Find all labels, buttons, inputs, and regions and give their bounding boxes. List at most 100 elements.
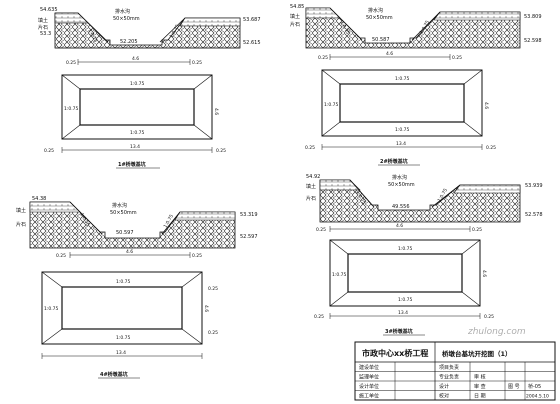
- section-2-elev-pit: 50.587: [372, 37, 390, 43]
- section-4-label-rubble: 片石: [306, 195, 316, 202]
- section-3-elev-pit: 50.597: [116, 230, 134, 236]
- section-2-label-fill: 填土: [290, 13, 300, 20]
- section-3-caption: 4#桥墩基坑: [100, 371, 128, 378]
- section-2-drain-label: 排水沟: [368, 7, 383, 14]
- section-2-plan: 1:0.75 1:0.75 1:0.75 4.6 13.4 0.25 0.25: [305, 69, 496, 151]
- section-2-elev-top-right: 53.809: [524, 14, 542, 20]
- section-3-plan-side-left: 0.25: [208, 286, 218, 292]
- drawing-date: 2004.5.10: [526, 394, 549, 400]
- section-1-plan-top: 1:0.75: [130, 81, 145, 87]
- section-2-dim-right: 0.25: [452, 55, 462, 61]
- section-3: 54.38 53.319 52.597 50.597 排水沟 50×50mm 填…: [16, 196, 258, 379]
- section-3-dim-right: 0.25: [192, 253, 202, 259]
- watermark: zhulong.com: [467, 327, 526, 337]
- section-4-elev-top-left: 54.92: [306, 174, 320, 180]
- section-1-plan-side-left: 0.25: [44, 148, 54, 154]
- section-3-plan-dim: 13.4: [116, 350, 126, 356]
- section-3-plan-mid: 1:0.75: [116, 335, 131, 341]
- section-1-plan-left: 1:0.75: [64, 106, 79, 112]
- section-1-elev-bottom-right: 52.615: [243, 40, 261, 46]
- section-1-plan: 1:0.75 1:0.75 1:0.75 4.6 13.4 0.25 0.25: [44, 74, 226, 154]
- drawing-no: 桥-05: [528, 383, 541, 390]
- section-4-plan-right: 4.6: [481, 270, 487, 277]
- section-4-profile: [319, 179, 521, 223]
- section-3-elev-top-left: 54.38: [32, 196, 46, 202]
- tb-row-3-label: 设计单位: [359, 383, 379, 390]
- section-1-dim-mid: 4.6: [132, 56, 139, 62]
- section-3-profile: [29, 201, 236, 249]
- tb-row-3-vlabel: 设计: [439, 383, 449, 390]
- section-4-plan-dim: 13.4: [398, 310, 408, 316]
- section-1-dim-right: 0.25: [192, 60, 202, 66]
- section-1-dim-left: 0.25: [66, 60, 76, 66]
- section-4-drain-spec: 50×50mm: [388, 182, 415, 188]
- section-4-dim-mid: 4.6: [396, 223, 403, 229]
- tb-row-4-label: 施工单位: [359, 393, 379, 400]
- section-1-plan-side-right: 0.25: [216, 148, 226, 154]
- tb-row-2-value: 审 核: [474, 374, 486, 381]
- section-3-plan-right: 4.6: [203, 305, 209, 312]
- section-1-drain-spec: 50×50mm: [113, 16, 140, 22]
- section-1-plan-right: 4.6: [213, 108, 219, 115]
- section-3-dim-mid: 4.6: [126, 249, 133, 255]
- title-block: 市政中心xx桥工程 桥墩台基坑开挖图（1） 建设单位 监理单位 设计单位 施工单…: [354, 341, 556, 401]
- section-2-label-rubble: 片石: [290, 21, 300, 28]
- section-2-plan-top: 1:0.75: [395, 76, 410, 82]
- section-1-elev-top-right: 53.687: [243, 17, 261, 23]
- tb-row-4-vlabel: 校对: [439, 393, 449, 400]
- section-4-plan-side-left: 0.25: [314, 314, 324, 320]
- section-4-dim-right: 0.25: [472, 227, 482, 233]
- tb-row-2-label: 监理单位: [359, 374, 379, 381]
- section-4-dim-left: 0.25: [316, 227, 326, 233]
- section-3-plan-side-right: 0.25: [208, 330, 218, 336]
- section-1-elev-top-left: 54.635: [40, 7, 58, 13]
- section-2: 54.85 53.809 52.598 50.587 排水沟 50×50mm 填…: [290, 4, 542, 166]
- tb-row-4-value: 日 期: [474, 394, 486, 400]
- section-4-drain-label: 排水沟: [392, 174, 407, 181]
- section-2-plan-dim: 13.4: [396, 141, 406, 147]
- section-3-plan-left: 1:0.75: [44, 306, 59, 312]
- section-3-label-rubble: 片石: [16, 221, 26, 228]
- section-1-label-rubble: 片石: [38, 24, 48, 31]
- section-2-drain-spec: 50×50mm: [366, 15, 393, 21]
- drawing-no-label: 图 号: [508, 384, 520, 390]
- section-2-dim-mid: 4.6: [386, 51, 393, 57]
- section-3-dim-left: 0.25: [56, 253, 66, 259]
- section-4: 54.92 53.939 52.578 49.556 排水沟 50×50mm 填…: [306, 174, 543, 336]
- section-3-plan-top: 1:0.75: [116, 279, 131, 285]
- section-4-elev-pit: 49.556: [392, 204, 410, 210]
- project-title: 市政中心xx桥工程: [362, 348, 428, 358]
- section-2-plan-left: 1:0.75: [324, 102, 339, 108]
- section-1-elev-pit: 52.205: [120, 39, 138, 45]
- section-3-plan: 1:0.75 1:0.75 1:0.75 4.6 13.4 0.25 0.25: [41, 271, 218, 359]
- tb-row-1-vlabel: 项目负责: [439, 364, 459, 371]
- tb-row-1-label: 建设单位: [359, 364, 379, 371]
- section-2-profile: [305, 7, 521, 49]
- section-2-plan-mid: 1:0.75: [395, 127, 410, 133]
- section-2-dim-left: 0.25: [318, 55, 328, 61]
- section-4-plan-top: 1:0.75: [398, 246, 413, 252]
- drawing-title: 桥墩台基坑开挖图（1）: [442, 349, 512, 358]
- section-2-elev-top-left: 54.85: [290, 4, 304, 10]
- section-2-plan-side-right: 0.25: [486, 145, 496, 151]
- section-3-elev-top-right: 53.319: [240, 212, 258, 218]
- section-4-plan-left: 1:0.75: [332, 272, 347, 278]
- section-4-label-fill: 填土: [306, 183, 316, 190]
- section-3-elev-mid-right: 52.597: [240, 234, 258, 240]
- section-4-caption: 3#桥墩基坑: [385, 328, 413, 335]
- section-1-elev-mid-left: 53.3: [40, 31, 51, 37]
- section-1-profile: [54, 12, 241, 49]
- section-2-caption: 2#桥墩基坑: [380, 158, 408, 165]
- section-1: 54.635 53.687 52.615 53.3 52.205 排水沟 50×…: [38, 7, 261, 169]
- section-1-caption: 1#桥墩基坑: [118, 161, 146, 168]
- section-2-plan-side-left: 0.25: [305, 145, 315, 151]
- section-2-plan-right: 4.6: [483, 102, 489, 109]
- section-1-plan-mid: 1:0.75: [130, 130, 145, 136]
- tb-row-2-vlabel: 专业负责: [439, 374, 459, 381]
- section-4-elev-mid-right: 52.578: [525, 212, 543, 218]
- section-4-elev-top-right: 53.939: [525, 183, 543, 189]
- tb-row-3-value: 审 查: [474, 383, 486, 390]
- section-4-plan-side-right: 0.25: [484, 314, 494, 320]
- section-2-elev-mid-right: 52.598: [524, 38, 542, 44]
